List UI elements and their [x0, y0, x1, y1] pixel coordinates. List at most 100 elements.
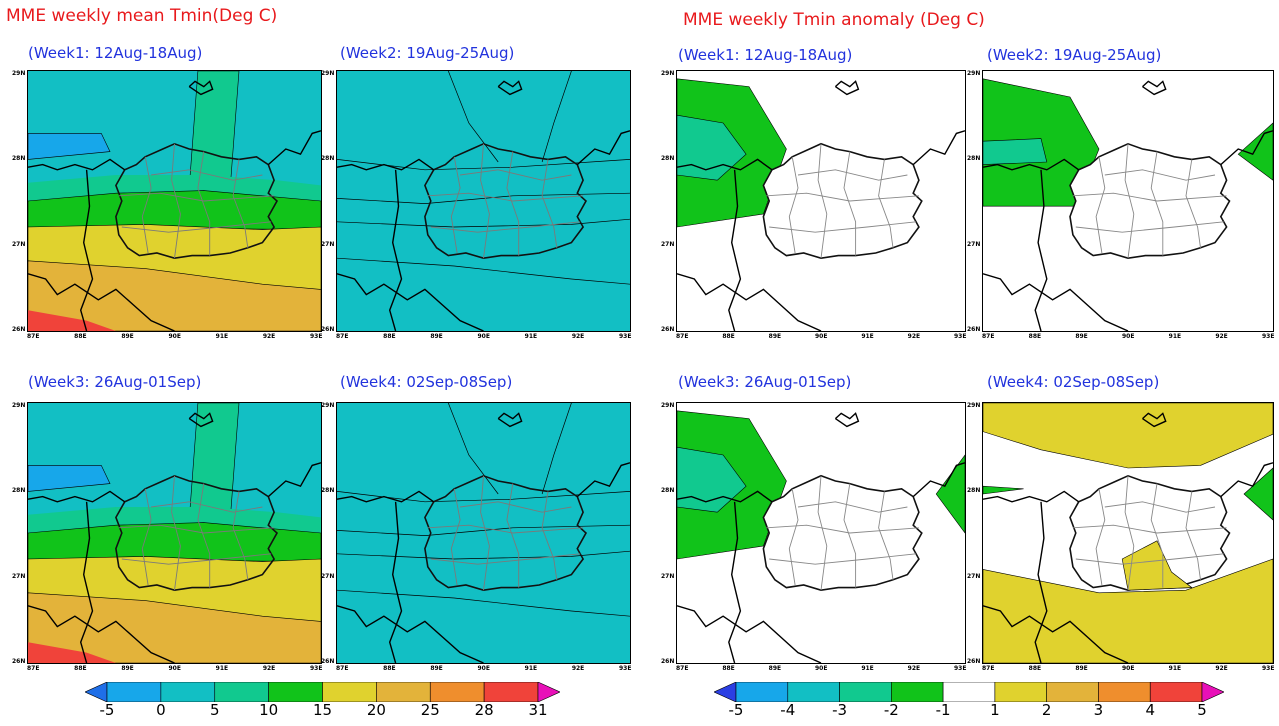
- x-tick-label: 89E: [768, 665, 782, 672]
- anom-week1-label: (Week1: 12Aug-18Aug): [678, 46, 853, 64]
- mean-week3-label: (Week3: 26Aug-01Sep): [28, 373, 202, 391]
- x-tick-label: 93E: [1262, 665, 1275, 672]
- bhutan-outline: [424, 142, 588, 260]
- y-tick-label: 28N: [967, 487, 981, 495]
- map-canvas: [983, 403, 1273, 663]
- colorbar-swatch: [483, 682, 539, 702]
- mean-colorbar: [85, 682, 560, 702]
- mean-tmin-title: MME weekly mean Tmin(Deg C): [6, 6, 278, 26]
- y-tick-label: 28N: [321, 487, 335, 495]
- x-tick-label: 89E: [121, 333, 134, 340]
- y-tick-label: 28N: [12, 487, 26, 495]
- bhutan-outline: [762, 142, 923, 260]
- x-tick-label: 89E: [430, 333, 443, 340]
- colorbar-tick-label: -3: [832, 701, 848, 719]
- y-tick-label: 27N: [12, 240, 26, 248]
- colorbar-swatch: [160, 682, 216, 702]
- x-tick-label: 92E: [571, 333, 585, 340]
- colorbar-swatch: [787, 682, 840, 702]
- x-tick-label: 87E: [27, 665, 40, 672]
- x-tick-label: 93E: [954, 333, 967, 340]
- x-tick-label: 91E: [524, 665, 538, 672]
- x-tick-label: 93E: [619, 665, 632, 672]
- y-tick-label: 29N: [12, 402, 26, 409]
- y-tick-label: 26N: [661, 658, 675, 665]
- y-tick-label: 27N: [12, 572, 26, 580]
- x-tick-label: 88E: [383, 665, 396, 672]
- y-tick-label: 26N: [967, 326, 981, 333]
- y-tick-label: 26N: [967, 658, 981, 665]
- x-tick-label: 88E: [74, 665, 87, 672]
- x-tick-label: 90E: [477, 333, 490, 340]
- colorbar-swatch: [322, 682, 377, 702]
- x-tick-label: 92E: [262, 333, 276, 340]
- y-tick-label: 29N: [967, 402, 981, 409]
- anom-week4-label: (Week4: 02Sep-08Sep): [987, 373, 1160, 391]
- x-tick-label: 90E: [1122, 665, 1135, 672]
- x-tick-label: 92E: [1215, 665, 1228, 672]
- x-tick-label: 90E: [815, 665, 828, 672]
- x-tick-label: 90E: [168, 333, 181, 340]
- mean-week2-label: (Week2: 19Aug-25Aug): [340, 44, 515, 62]
- colorbar-swatch: [714, 682, 737, 702]
- bhutan-outline: [1069, 142, 1231, 260]
- y-tick-label: 28N: [12, 155, 26, 163]
- map-canvas: [28, 403, 321, 663]
- map-canvas: [677, 71, 965, 331]
- x-tick-label: 91E: [215, 665, 229, 672]
- colorbar-swatch: [1098, 682, 1151, 702]
- x-tick-label: 89E: [430, 665, 443, 672]
- x-tick-label: 88E: [722, 333, 735, 340]
- x-tick-label: 89E: [121, 665, 134, 672]
- x-tick-label: 89E: [768, 333, 782, 340]
- colorbar-swatch: [376, 682, 431, 702]
- colorbar-swatch: [735, 682, 789, 702]
- x-tick-label: 91E: [524, 333, 538, 340]
- y-tick-label: 27N: [321, 572, 335, 580]
- anom-week4-map: [982, 402, 1274, 664]
- map-canvas: [337, 71, 630, 331]
- x-tick-label: 91E: [861, 333, 874, 340]
- colorbar-tick-label: 20: [366, 701, 386, 719]
- y-tick-label: 29N: [12, 70, 26, 77]
- x-tick-label: 92E: [571, 665, 585, 672]
- colorbar-swatch: [106, 682, 162, 702]
- x-tick-label: 93E: [310, 665, 323, 672]
- y-tick-label: 26N: [12, 658, 26, 665]
- colorbar-swatch: [1046, 682, 1099, 702]
- mean-week4-map: [336, 402, 631, 664]
- x-tick-label: 89E: [1075, 665, 1088, 672]
- colorbar-tick-label: -5: [728, 701, 744, 719]
- bhutan-outline: [115, 142, 279, 260]
- anom-week3-label: (Week3: 26Aug-01Sep): [678, 373, 852, 391]
- anomaly-tmin-title: MME weekly Tmin anomaly (Deg C): [683, 10, 985, 30]
- anom-week1-map: [676, 70, 966, 332]
- colorbar-swatch: [85, 682, 108, 702]
- y-tick-label: 29N: [661, 70, 675, 77]
- x-tick-label: 93E: [954, 665, 967, 672]
- colorbar-swatch: [214, 682, 269, 702]
- x-tick-label: 90E: [1122, 333, 1135, 340]
- y-tick-label: 26N: [661, 326, 675, 333]
- y-tick-label: 26N: [321, 658, 335, 665]
- bhutan-outline: [424, 474, 588, 592]
- x-tick-label: 87E: [676, 665, 689, 672]
- colorbar-swatch: [268, 682, 323, 702]
- colorbar-swatch: [429, 682, 485, 702]
- y-tick-label: 28N: [967, 155, 981, 163]
- y-tick-label: 29N: [661, 402, 675, 409]
- x-tick-label: 93E: [619, 333, 632, 340]
- colorbar-tick-label: 25: [420, 701, 440, 719]
- anom-week2-map: [982, 70, 1274, 332]
- map-canvas: [28, 71, 321, 331]
- colorbar-tick-label: 0: [156, 701, 166, 719]
- y-tick-label: 27N: [321, 240, 335, 248]
- x-tick-label: 93E: [310, 333, 323, 340]
- x-tick-label: 93E: [1262, 333, 1275, 340]
- x-tick-label: 87E: [982, 665, 995, 672]
- y-tick-label: 28N: [661, 155, 675, 163]
- x-tick-label: 88E: [74, 333, 87, 340]
- x-tick-label: 91E: [215, 333, 229, 340]
- map-canvas: [337, 403, 630, 663]
- x-tick-label: 88E: [383, 333, 396, 340]
